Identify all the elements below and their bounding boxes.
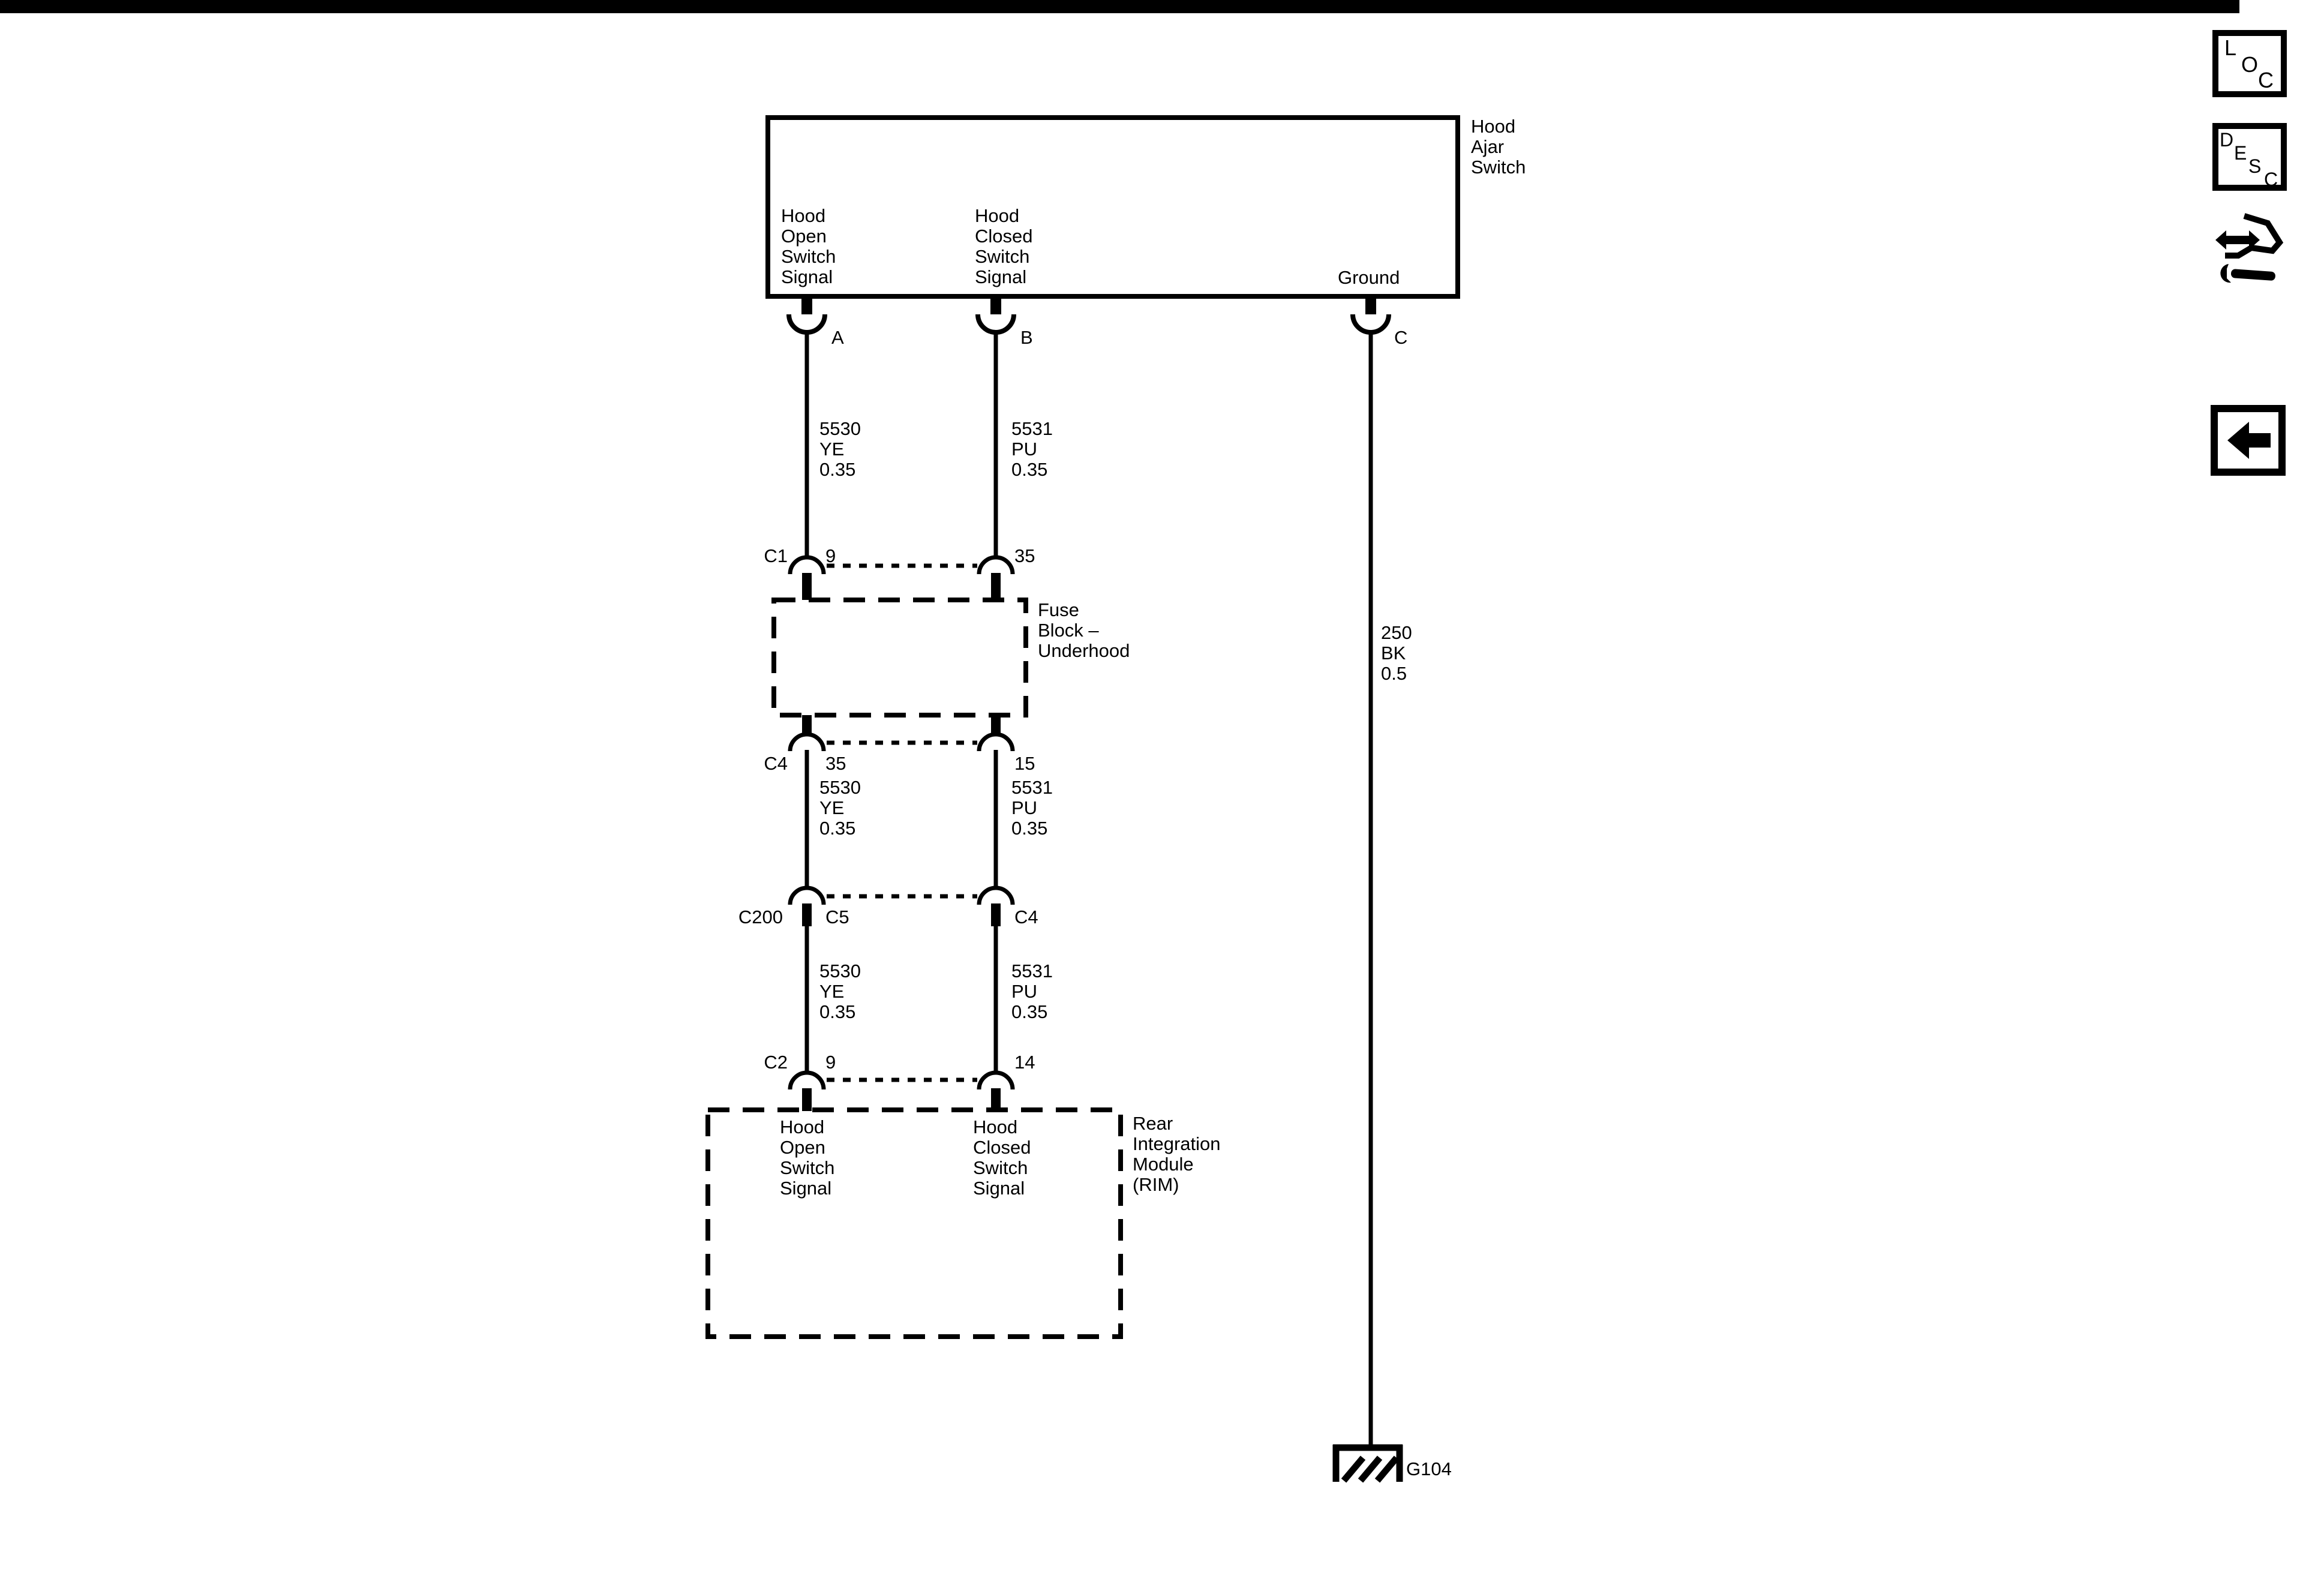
wire-label-seg1-left: 5530 YE 0.35 [819, 418, 861, 480]
terminal-letter-a: A [831, 327, 844, 348]
desc-letter-s: S [2248, 155, 2262, 177]
connector-c200-left-pin: C5 [825, 906, 849, 927]
ground-point-label: G104 [1406, 1458, 1452, 1479]
wrench-arrow-icon [2215, 213, 2284, 283]
back-arrow-icon [2227, 422, 2271, 459]
terminal-letter-b: B [1020, 327, 1033, 348]
wire-c-ground [1350, 294, 1391, 1446]
connector-c4-left-pin: 35 [825, 753, 846, 774]
wire-b-hood-closed [975, 294, 1016, 1111]
connector-c2-left-pin: 9 [825, 1052, 836, 1073]
connector-name-c200: C200 [738, 906, 783, 927]
terminal-letter-c: C [1394, 327, 1408, 348]
wire-label-seg2-left: 5530 YE 0.35 [819, 777, 861, 839]
rim-pin-label-hood-open: Hood Open Switch Signal [780, 1116, 835, 1199]
wire-label-seg3-right: 5531 PU 0.35 [1011, 960, 1053, 1022]
connector-c1-right-pin: 35 [1014, 545, 1035, 566]
loc-button[interactable]: L O C [2212, 30, 2287, 97]
loc-letter-c: C [2258, 68, 2274, 92]
back-button[interactable] [2211, 405, 2286, 476]
connector-name-c2: C2 [764, 1052, 788, 1073]
component-title-hood-ajar-switch: Hood Ajar Switch [1471, 116, 1526, 178]
rim-box-outline [705, 1107, 1123, 1339]
box-pin-label-hood-closed: Hood Closed Switch Signal [975, 205, 1033, 287]
fuse-block-outline [771, 598, 1028, 718]
repair-instructions-button[interactable] [2211, 211, 2295, 289]
rim-pin-label-hood-closed: Hood Closed Switch Signal [973, 1116, 1031, 1199]
desc-button[interactable]: D E S C [2212, 123, 2287, 191]
wire-label-seg3-left: 5530 YE 0.35 [819, 960, 861, 1022]
connector-name-c1: C1 [764, 545, 788, 566]
connector-c2-right-pin: 14 [1014, 1052, 1035, 1073]
connector-c1-left-pin: 9 [825, 545, 836, 566]
wire-a-hood-open [786, 294, 827, 1111]
top-bar [0, 0, 2239, 13]
rim-title: Rear Integration Module (RIM) [1133, 1113, 1221, 1195]
connector-c200-right-pin: C4 [1014, 906, 1038, 927]
fuse-block-label: Fuse Block – Underhood [1038, 599, 1130, 661]
loc-letter-o: O [2241, 52, 2259, 77]
wire-label-ground: 250 BK 0.5 [1381, 622, 1412, 684]
desc-letter-d: D [2220, 129, 2234, 151]
box-pin-label-hood-open: Hood Open Switch Signal [781, 205, 836, 287]
connector-name-c4: C4 [764, 753, 788, 774]
desc-letter-c: C [2264, 169, 2278, 190]
ground-symbol-g104 [1332, 1444, 1403, 1483]
loc-letter-l: L [2224, 35, 2237, 60]
box-pin-label-ground: Ground [1338, 267, 1400, 288]
wire-label-seg1-right: 5531 PU 0.35 [1011, 418, 1053, 480]
hood-ajar-switch-box [765, 115, 1460, 299]
wire-label-seg2-right: 5531 PU 0.35 [1011, 777, 1053, 839]
connector-c4-right-pin: 15 [1014, 753, 1035, 774]
desc-letter-e: E [2234, 142, 2247, 164]
